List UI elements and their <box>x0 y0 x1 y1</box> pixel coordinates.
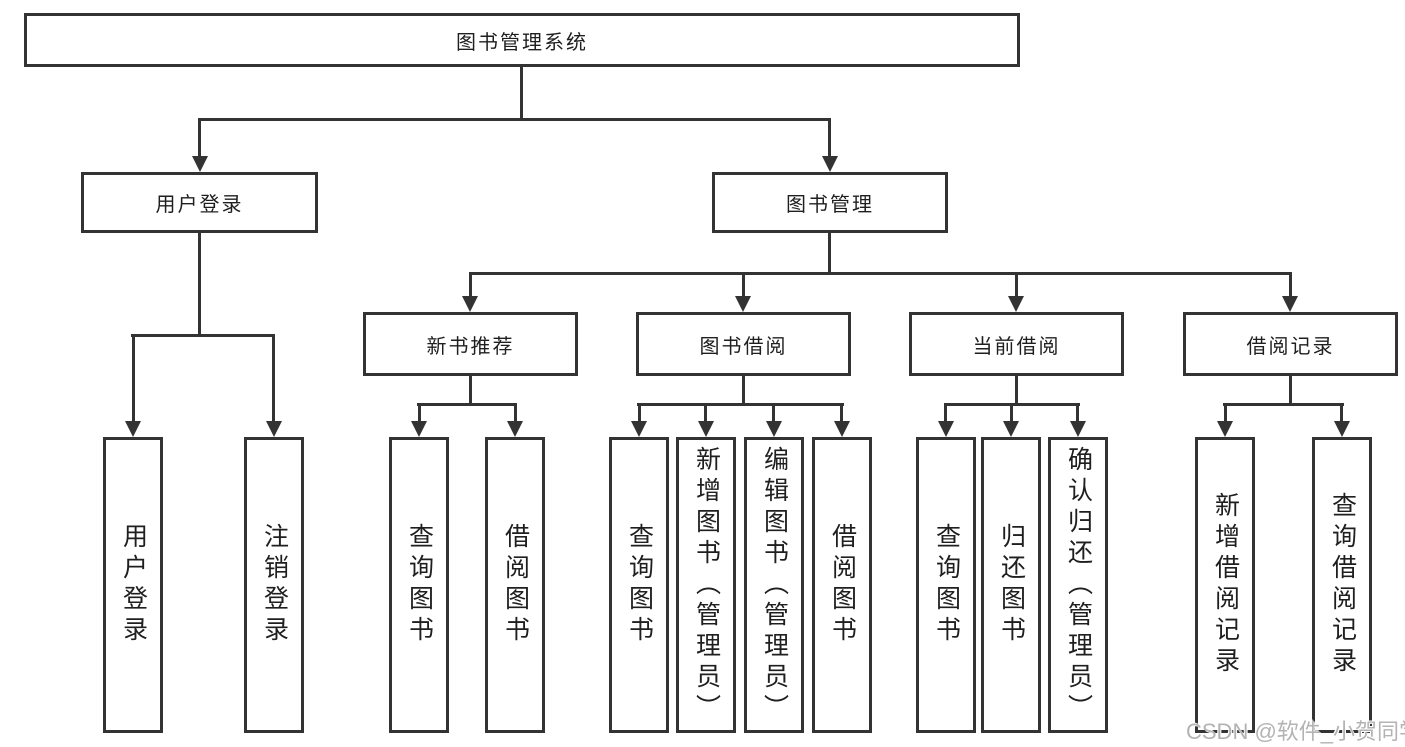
connector-line <box>1224 403 1227 423</box>
leaf-edit-books-admin: 编辑图书（管理员） <box>744 437 804 733</box>
arrow-down-icon <box>834 421 850 437</box>
node-label: 当前借阅 <box>972 335 1061 358</box>
connector-line <box>638 403 641 423</box>
leaf-borrow-books-recommend: 借阅图书 <box>485 437 545 733</box>
connector-line <box>469 272 472 298</box>
node-book-management: 图书管理 <box>712 172 948 233</box>
node-label: 借阅图书 <box>501 523 530 647</box>
connector-line <box>469 374 472 406</box>
connector-line <box>742 272 745 298</box>
node-user-login: 用户登录 <box>81 172 318 233</box>
connector-line <box>742 374 745 406</box>
connector-line <box>1223 403 1344 406</box>
arrow-down-icon <box>735 296 751 312</box>
arrow-down-icon <box>1070 421 1086 437</box>
connector-line <box>828 118 831 158</box>
node-label: 图书管理系统 <box>456 31 588 54</box>
watermark: CSDN @软件_小贺同学 <box>1186 719 1405 744</box>
connector-line <box>1076 403 1079 423</box>
connector-line <box>272 334 275 423</box>
node-label: 查询图书 <box>932 523 961 647</box>
arrow-down-icon <box>1334 421 1350 437</box>
arrow-down-icon <box>192 156 208 172</box>
node-current-borrow: 当前借阅 <box>909 312 1124 376</box>
node-label: 新书推荐 <box>426 335 515 358</box>
node-label: 注销登录 <box>260 523 289 647</box>
leaf-query-books-recommend: 查询图书 <box>389 437 449 733</box>
connector-line <box>828 231 831 274</box>
node-label: 查询借阅记录 <box>1328 492 1357 678</box>
node-book-borrow: 图书借阅 <box>636 312 851 376</box>
arrow-down-icon <box>1282 296 1298 312</box>
node-label: 编辑图书（管理员） <box>760 445 789 725</box>
connector-line <box>198 118 201 158</box>
arrow-down-icon <box>1217 421 1233 437</box>
leaf-query-books-borrow: 查询图书 <box>609 437 669 733</box>
connector-line <box>637 403 844 406</box>
leaf-confirm-return-admin: 确认归还（管理员） <box>1048 437 1108 733</box>
node-label: 借阅图书 <box>828 523 857 647</box>
node-label: 新增图书（管理员） <box>692 445 721 725</box>
arrow-down-icon <box>462 296 478 312</box>
node-new-book-recommend: 新书推荐 <box>363 312 578 376</box>
node-label: 借阅记录 <box>1246 335 1335 358</box>
connector-line <box>704 403 707 423</box>
connector-line <box>198 231 201 335</box>
arrow-down-icon <box>1008 296 1024 312</box>
connector-line <box>514 403 517 423</box>
node-label: 图书管理 <box>786 194 874 216</box>
arrow-down-icon <box>631 421 647 437</box>
arrow-down-icon <box>411 421 427 437</box>
arrow-down-icon <box>766 421 782 437</box>
connector-line <box>418 403 421 423</box>
node-label: 新增借阅记录 <box>1211 492 1240 678</box>
connector-line <box>132 334 135 423</box>
leaf-return-books: 归还图书 <box>981 437 1041 733</box>
leaf-borrow-books: 借阅图书 <box>812 437 872 733</box>
node-label: 归还图书 <box>997 523 1026 647</box>
connector-line <box>520 65 523 121</box>
connector-line <box>944 403 947 423</box>
node-label: 查询图书 <box>405 523 434 647</box>
leaf-logout: 注销登录 <box>244 437 304 733</box>
arrow-down-icon <box>266 421 282 437</box>
connector-line <box>131 334 275 337</box>
arrow-down-icon <box>507 421 523 437</box>
arrow-down-icon <box>822 156 838 172</box>
leaf-add-borrow-record: 新增借阅记录 <box>1195 437 1255 733</box>
node-borrow-records: 借阅记录 <box>1183 312 1398 376</box>
connector-line <box>1289 272 1292 298</box>
node-label: 用户登录 <box>155 194 244 216</box>
connector-line <box>198 118 831 121</box>
connector-line <box>1015 374 1018 406</box>
node-label: 查询图书 <box>625 523 654 647</box>
arrow-down-icon <box>125 421 141 437</box>
arrow-down-icon <box>698 421 714 437</box>
connector-line <box>1340 403 1343 423</box>
node-library-system: 图书管理系统 <box>24 13 1020 67</box>
leaf-add-books-admin: 新增图书（管理员） <box>676 437 736 733</box>
arrow-down-icon <box>938 421 954 437</box>
leaf-query-borrow-record: 查询借阅记录 <box>1312 437 1372 733</box>
connector-line <box>840 403 843 423</box>
connector-line <box>417 403 517 406</box>
node-label: 用户登录 <box>119 523 148 647</box>
connector-line <box>1015 272 1018 298</box>
connector-line <box>469 272 1292 275</box>
connector-line <box>1010 403 1013 423</box>
arrow-down-icon <box>1003 421 1019 437</box>
connector-line <box>772 403 775 423</box>
node-label: 确认归还（管理员） <box>1064 445 1093 725</box>
leaf-user-login: 用户登录 <box>103 437 163 733</box>
node-label: 图书借阅 <box>699 335 788 358</box>
connector-line <box>1289 374 1292 406</box>
leaf-query-books-current: 查询图书 <box>916 437 976 733</box>
